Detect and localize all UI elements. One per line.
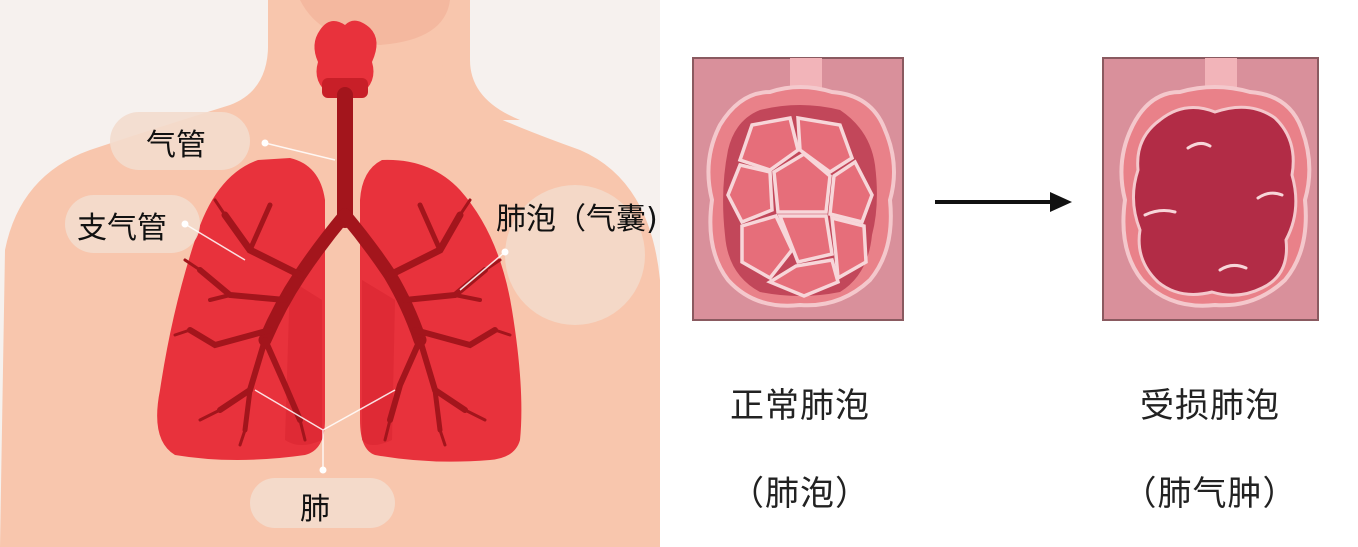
label-lung: 肺 <box>300 484 330 528</box>
normal-alveoli-title: 正常肺泡 <box>700 378 900 427</box>
damaged-alveoli-subtitle: （肺气肿） <box>1105 466 1315 515</box>
label-alveoli: 肺泡（气囊) <box>496 194 658 238</box>
normal-alveoli-tile <box>693 58 903 320</box>
torso-illustration <box>0 0 660 547</box>
damaged-alveoli-mass <box>1133 107 1295 295</box>
normal-alveoli-subtitle: （肺泡） <box>700 466 900 515</box>
label-trachea: 气管 <box>146 120 206 164</box>
left-lung-shade <box>285 280 322 445</box>
damaged-alveoli-tile <box>1103 58 1318 320</box>
transition-arrow <box>935 192 1072 212</box>
label-bronchi: 支气管 <box>77 203 167 247</box>
damaged-alveoli-title: 受损肺泡 <box>1105 378 1315 427</box>
